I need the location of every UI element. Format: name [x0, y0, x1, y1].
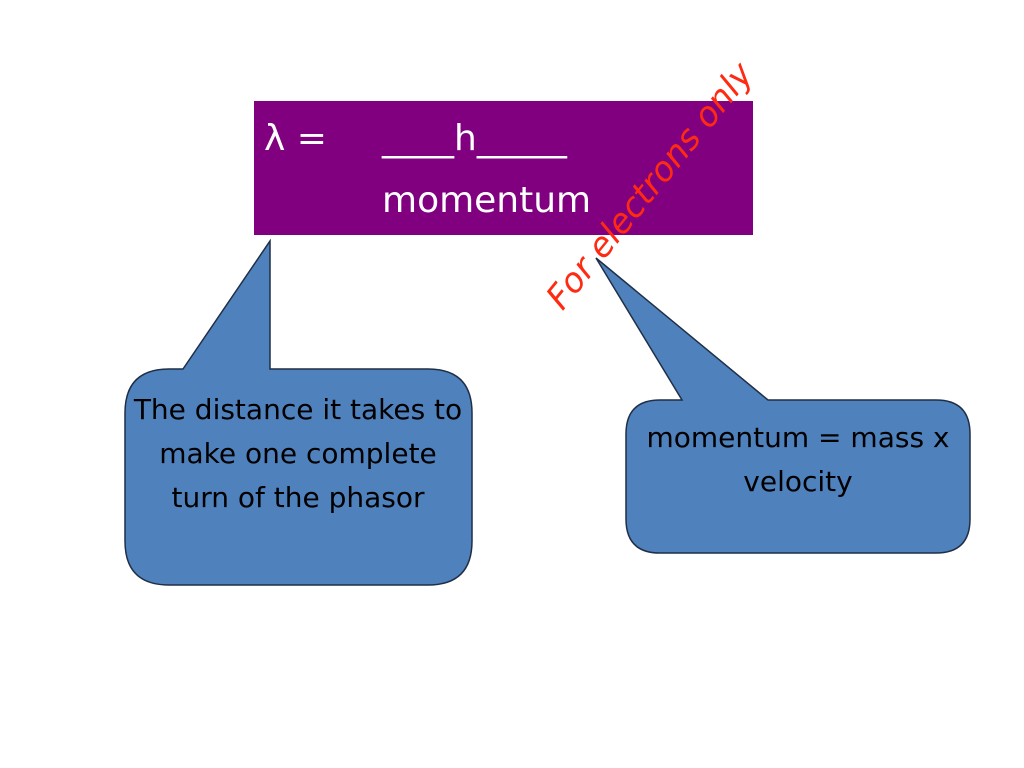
left-callout-text: The distance it takes to make one comple… — [133, 393, 463, 514]
formula-numerator: ____h_____ — [382, 118, 567, 159]
lambda-label: λ = — [264, 118, 327, 159]
formula-box: λ = ____h_____ momentum — [254, 101, 753, 235]
right-callout-text: momentum = mass x velocity — [646, 421, 950, 498]
right-callout-bubble — [595, 257, 971, 554]
left-callout-bubble — [124, 238, 473, 586]
formula-denominator: momentum — [382, 180, 592, 221]
